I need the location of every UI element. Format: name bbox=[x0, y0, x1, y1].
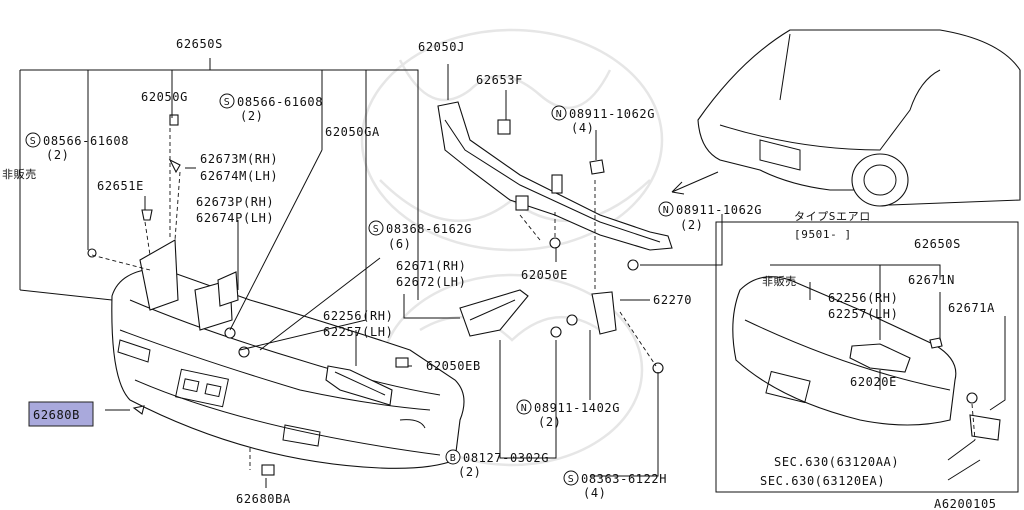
svg-text:B: B bbox=[450, 453, 457, 464]
inset-date-range: [9501- ] bbox=[794, 228, 852, 241]
n-symbol bbox=[516, 399, 532, 415]
label-08911-c-qty: (2) bbox=[538, 415, 561, 429]
label-08127[interactable]: 08127-0302G bbox=[463, 451, 549, 465]
label-08127-qty: (2) bbox=[458, 465, 481, 479]
label-62674p[interactable]: 62674P(LH) bbox=[196, 211, 274, 225]
car-illustration bbox=[671, 29, 1021, 207]
label-62050g[interactable]: 62050G bbox=[141, 90, 188, 104]
side-brackets bbox=[459, 289, 664, 374]
symbols: S S N N S N B S bbox=[25, 93, 674, 486]
label-08363[interactable]: 08363-6122H bbox=[581, 472, 667, 486]
n-symbol bbox=[551, 105, 567, 121]
label-62270[interactable]: 62270 bbox=[653, 293, 692, 307]
label-08363-qty: (4) bbox=[583, 486, 606, 500]
label-not-for-sale: 非販売 bbox=[2, 168, 37, 181]
label-08566-a[interactable]: 08566-61608 bbox=[237, 95, 323, 109]
inset-label-62671a[interactable]: 62671A bbox=[948, 301, 995, 315]
svg-text:S: S bbox=[30, 136, 37, 147]
label-62651e[interactable]: 62651E bbox=[97, 179, 144, 193]
n-symbol bbox=[658, 201, 674, 217]
s-symbol bbox=[368, 220, 384, 236]
highlighted-part-box bbox=[28, 401, 94, 427]
label-08566-b-qty: (2) bbox=[46, 148, 69, 162]
label-08566-a-qty: (2) bbox=[240, 109, 263, 123]
label-62650s[interactable]: 62650S bbox=[176, 37, 223, 51]
label-62680ba[interactable]: 62680BA bbox=[236, 492, 291, 506]
label-08368[interactable]: 08368-6162G bbox=[386, 222, 472, 236]
label-08911-c[interactable]: 08911-1402G bbox=[534, 401, 620, 415]
bumper-reinforcement bbox=[437, 101, 673, 271]
label-08368-qty: (6) bbox=[388, 237, 411, 251]
inset-label-62650s[interactable]: 62650S bbox=[914, 237, 961, 251]
s-symbol bbox=[219, 93, 235, 109]
label-62050e[interactable]: 62050E bbox=[521, 268, 568, 282]
label-62674m[interactable]: 62674M(LH) bbox=[200, 169, 278, 183]
inset-label-62256[interactable]: 62256(RH) bbox=[828, 291, 898, 305]
inset-label-sec-aa[interactable]: SEC.630(63120AA) bbox=[774, 455, 899, 469]
inset-panel bbox=[715, 221, 1019, 493]
label-62257[interactable]: 62257(LH) bbox=[323, 325, 393, 339]
label-62673p[interactable]: 62673P(RH) bbox=[196, 195, 274, 209]
label-62050j[interactable]: 62050J bbox=[418, 40, 465, 54]
label-08566-b[interactable]: 08566-61608 bbox=[43, 134, 129, 148]
labels: 62650S 62050G 08566-61608 (2) 08566-6160… bbox=[2, 37, 997, 510]
label-08911-b[interactable]: 08911-1062G bbox=[676, 203, 762, 217]
dashed-lines bbox=[91, 128, 657, 470]
svg-text:N: N bbox=[556, 109, 563, 120]
inset-label-62020e[interactable]: 62020E bbox=[850, 375, 897, 389]
label-62673m[interactable]: 62673M(RH) bbox=[200, 152, 278, 166]
inset-title: タイプSエアロ bbox=[794, 210, 871, 223]
inset-label-not-for-sale: 非販売 bbox=[762, 275, 797, 288]
label-62671[interactable]: 62671(RH) bbox=[396, 259, 466, 273]
svg-text:N: N bbox=[521, 403, 528, 414]
b-symbol bbox=[445, 449, 461, 465]
svg-text:N: N bbox=[663, 205, 670, 216]
label-62672[interactable]: 62672(LH) bbox=[396, 275, 466, 289]
svg-text:S: S bbox=[373, 224, 380, 235]
svg-text:S: S bbox=[568, 474, 575, 485]
label-62050ga[interactable]: 62050GA bbox=[325, 125, 380, 139]
s-symbol bbox=[563, 470, 579, 486]
label-62256[interactable]: 62256(RH) bbox=[323, 309, 393, 323]
leader-lines bbox=[19, 58, 723, 488]
inset-label-62257[interactable]: 62257(LH) bbox=[828, 307, 898, 321]
svg-text:S: S bbox=[224, 97, 231, 108]
label-62653f[interactable]: 62653F bbox=[476, 73, 523, 87]
s-symbol bbox=[25, 132, 41, 148]
label-08911-b-qty: (2) bbox=[680, 218, 703, 232]
bumper-brackets bbox=[87, 239, 250, 358]
inset-labels: タイプSエアロ [9501- ] 62650S 非販売 62671N 62256… bbox=[760, 210, 995, 488]
label-62680b[interactable]: 62680B bbox=[33, 408, 80, 422]
label-08911-a-qty: (4) bbox=[571, 121, 594, 135]
clips bbox=[132, 114, 275, 476]
diagram-code: A6200105 bbox=[934, 497, 997, 510]
label-62050eb[interactable]: 62050EB bbox=[426, 359, 481, 373]
inset-label-sec-ea[interactable]: SEC.630(63120EA) bbox=[760, 474, 885, 488]
inset-label-62671n[interactable]: 62671N bbox=[908, 273, 955, 287]
fog-trim bbox=[325, 357, 409, 406]
label-08911-a[interactable]: 08911-1062G bbox=[569, 107, 655, 121]
